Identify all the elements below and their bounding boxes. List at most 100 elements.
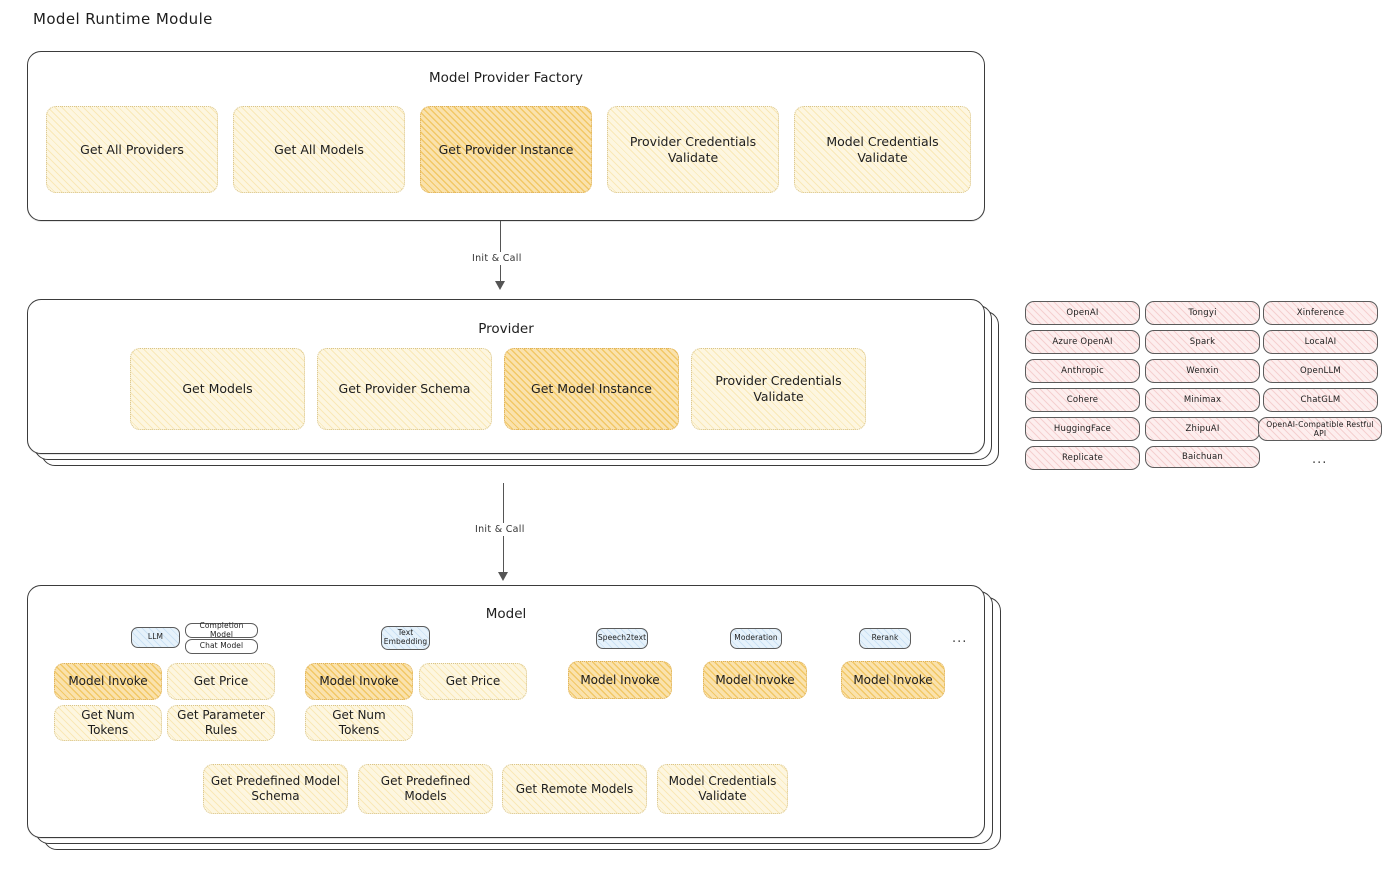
provider-chip-label: Wenxin — [1186, 365, 1219, 376]
node-llm-model-invoke[interactable]: Model Invoke — [54, 663, 162, 700]
model-badge-speech2text[interactable]: Speech2text — [596, 628, 648, 649]
node-label: Get Predefined Models — [380, 774, 471, 803]
node-llm-get-parameter-rules[interactable]: Get Parameter Rules — [167, 705, 275, 741]
node-label: Model Invoke — [319, 674, 399, 688]
node-label: Model Invoke — [68, 674, 148, 688]
model-badge-label: Text Embedding — [383, 628, 428, 646]
provider-chip-replicate[interactable]: Replicate — [1025, 446, 1140, 470]
model-badge-text-embedding[interactable]: Text Embedding — [381, 626, 430, 650]
model-title: Model — [485, 606, 527, 622]
node-speech2text-model-invoke[interactable]: Model Invoke — [568, 661, 672, 699]
node-get-predefined-model-schema[interactable]: Get Predefined Model Schema — [203, 764, 348, 814]
provider-chip-label: Anthropic — [1061, 365, 1104, 376]
arrow-label-init-and-call-2: Init & Call — [471, 523, 529, 536]
node-moderation-model-invoke[interactable]: Model Invoke — [703, 661, 807, 699]
provider-chip-minimax[interactable]: Minimax — [1145, 388, 1260, 412]
provider-chip-label: Spark — [1189, 336, 1216, 347]
node-llm-get-num-tokens[interactable]: Get Num Tokens — [54, 705, 162, 741]
node-label: Get Price — [193, 674, 249, 688]
provider-chip-spark[interactable]: Spark — [1145, 330, 1260, 354]
provider-chip-label: Replicate — [1061, 452, 1104, 463]
node-label: Get Models — [182, 381, 253, 397]
node-get-predefined-models[interactable]: Get Predefined Models — [358, 764, 493, 814]
node-label: Provider Credentials Validate — [629, 133, 757, 165]
node-get-provider-schema[interactable]: Get Provider Schema — [317, 348, 492, 430]
node-label: Get All Models — [274, 141, 364, 157]
provider-chip-label: ZhipuAI — [1185, 423, 1220, 434]
model-badge-label: Moderation — [734, 633, 778, 643]
provider-chip-label: Cohere — [1066, 394, 1099, 405]
node-label: Get All Providers — [80, 141, 184, 157]
provider-chip-label: HuggingFace — [1053, 423, 1112, 434]
model-badge-label: Speech2text — [597, 633, 647, 643]
provider-chip-label: LocalAI — [1304, 336, 1337, 347]
model-badge-moderation[interactable]: Moderation — [730, 628, 782, 649]
node-text-embedding-get-price[interactable]: Get Price — [419, 663, 527, 700]
provider-chip-chatglm[interactable]: ChatGLM — [1263, 388, 1378, 412]
provider-chip-label: Baichuan — [1181, 451, 1224, 462]
model-badge-chat-model[interactable]: Chat Model — [185, 639, 258, 654]
provider-chip-xinference[interactable]: Xinference — [1263, 301, 1378, 325]
provider-chip-cohere[interactable]: Cohere — [1025, 388, 1140, 412]
provider-chip-label: Tongyi — [1188, 307, 1217, 318]
provider-chip-openllm[interactable]: OpenLLM — [1263, 359, 1378, 383]
node-text-embedding-get-num-tokens[interactable]: Get Num Tokens — [305, 705, 413, 741]
node-label: Get Predefined Model Schema — [210, 774, 341, 803]
model-provider-factory-title: Model Provider Factory — [428, 70, 583, 86]
node-text-embedding-model-invoke[interactable]: Model Invoke — [305, 663, 413, 700]
node-provider-credentials-validate[interactable]: Provider Credentials Validate — [607, 106, 779, 193]
node-label: Get Provider Schema — [338, 381, 471, 397]
node-get-model-instance[interactable]: Get Model Instance — [504, 348, 679, 430]
provider-title: Provider — [478, 321, 534, 337]
node-rerank-model-invoke[interactable]: Model Invoke — [841, 661, 945, 699]
node-label: Get Parameter Rules — [177, 708, 265, 737]
model-badge-label: Rerank — [871, 633, 899, 643]
provider-chip-label: Xinference — [1296, 307, 1345, 318]
arrow-factory-to-provider-head — [495, 281, 505, 290]
node-get-remote-models[interactable]: Get Remote Models — [502, 764, 647, 814]
node-get-provider-instance[interactable]: Get Provider Instance — [420, 106, 592, 193]
provider-chip-label: Minimax — [1183, 394, 1222, 405]
node-label: Get Num Tokens — [81, 708, 135, 737]
arrow-provider-to-model-head — [498, 572, 508, 581]
node-label: Get Model Instance — [531, 381, 652, 397]
model-badge-rerank[interactable]: Rerank — [859, 628, 911, 649]
provider-chip-label: OpenLLM — [1300, 365, 1341, 376]
provider-chip-azure-openai[interactable]: Azure OpenAI — [1025, 330, 1140, 354]
node-label: Get Price — [445, 674, 501, 688]
node-label: Provider Credentials Validate — [715, 373, 842, 404]
provider-chip-tongyi[interactable]: Tongyi — [1145, 301, 1260, 325]
node-get-all-providers[interactable]: Get All Providers — [46, 106, 218, 193]
provider-chip-huggingface[interactable]: HuggingFace — [1025, 417, 1140, 441]
node-label: Model Invoke — [853, 672, 933, 687]
node-label: Model Credentials Validate — [668, 774, 777, 803]
node-model-credentials-validate[interactable]: Model Credentials Validate — [794, 106, 971, 193]
node-llm-get-price[interactable]: Get Price — [167, 663, 275, 700]
node-label: Model Credentials Validate — [826, 133, 939, 165]
node-provider-credentials-validate-2[interactable]: Provider Credentials Validate — [691, 348, 866, 430]
model-badge-label: Completion Model — [199, 620, 244, 639]
provider-chip-label: OpenAI — [1066, 307, 1099, 318]
model-badge-label: LLM — [147, 632, 164, 642]
node-model-credentials-validate-3[interactable]: Model Credentials Validate — [657, 764, 788, 814]
provider-chip-wenxin[interactable]: Wenxin — [1145, 359, 1260, 383]
provider-chip-baichuan[interactable]: Baichuan — [1145, 446, 1260, 468]
node-get-models[interactable]: Get Models — [130, 348, 305, 430]
provider-chip-label: ChatGLM — [1300, 394, 1341, 405]
node-label: Get Remote Models — [515, 781, 634, 796]
arrow-label-init-and-call-1: Init & Call — [468, 252, 526, 265]
provider-chip-openai-compatible-restful-api[interactable]: OpenAI-Compatible Restful API — [1258, 417, 1382, 441]
model-badge-label: Chat Model — [199, 641, 244, 651]
model-badge-llm[interactable]: LLM — [131, 627, 180, 648]
provider-chip-openai[interactable]: OpenAI — [1025, 301, 1140, 325]
provider-chip-localai[interactable]: LocalAI — [1263, 330, 1378, 354]
node-label: Model Invoke — [715, 672, 795, 687]
node-get-all-models[interactable]: Get All Models — [233, 106, 405, 193]
model-groups-more-ellipsis: ... — [952, 631, 968, 646]
provider-chip-label: Azure OpenAI — [1052, 336, 1113, 347]
model-badge-completion-model[interactable]: Completion Model — [185, 620, 258, 639]
provider-chip-zhipuai[interactable]: ZhipuAI — [1145, 417, 1260, 441]
provider-list-more-ellipsis: ... — [1312, 452, 1328, 467]
provider-chip-anthropic[interactable]: Anthropic — [1025, 359, 1140, 383]
node-label: Get Provider Instance — [438, 141, 574, 157]
